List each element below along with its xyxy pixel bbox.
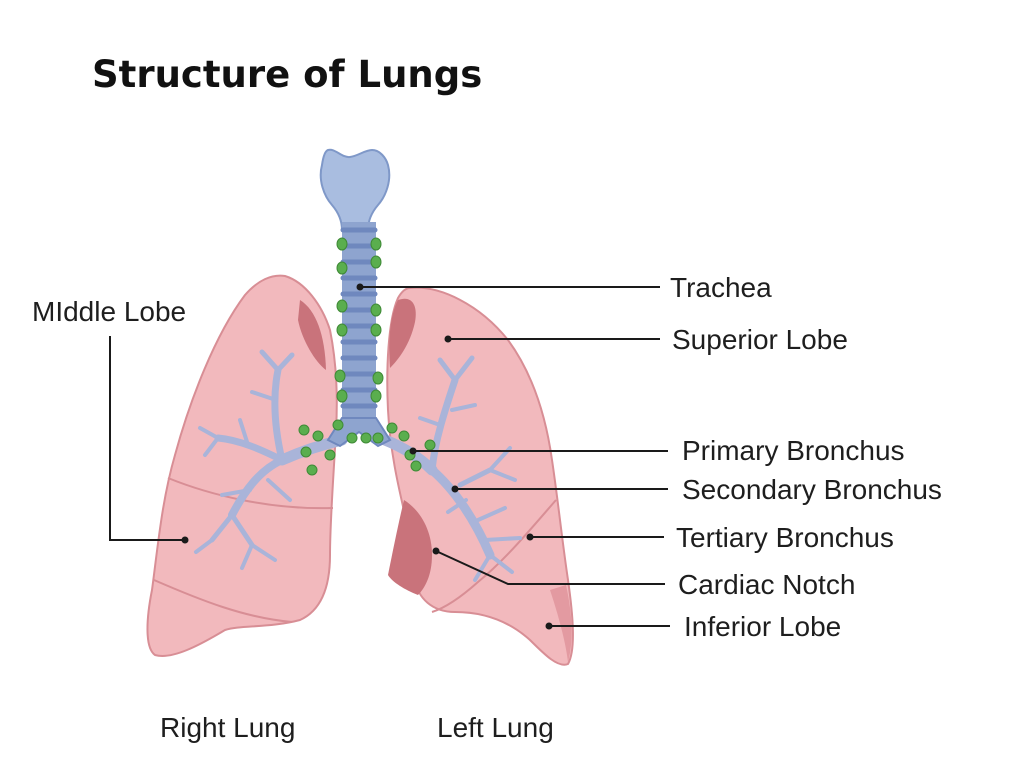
leader-cardiac-notch	[432, 547, 665, 585]
label-middle-lobe: MIddle Lobe	[32, 296, 186, 327]
leader-tertiary-bronchus	[526, 533, 664, 541]
trachea-rings	[340, 227, 378, 409]
label-cardiac-notch: Cardiac Notch	[678, 569, 855, 600]
label-superior-lobe: Superior Lobe	[672, 324, 848, 355]
trachea-structure	[298, 148, 436, 476]
lymph-nodes	[298, 237, 436, 476]
leader-trachea	[356, 283, 660, 291]
label-secondary-bronchus: Secondary Bronchus	[682, 474, 942, 505]
label-left-lung: Left Lung	[437, 712, 554, 743]
label-inferior-lobe: Inferior Lobe	[684, 611, 841, 642]
left-lung-fissure	[431, 499, 557, 613]
leader-superior-lobe	[444, 335, 660, 343]
leader-middle-lobe	[109, 336, 189, 544]
left-lung-edge-shade	[550, 585, 572, 662]
cardiac-notch-shape	[388, 500, 432, 595]
larynx	[319, 148, 391, 231]
label-tertiary-bronchus: Tertiary Bronchus	[676, 522, 894, 553]
leader-primary-bronchus	[409, 447, 668, 455]
leader-lines	[109, 283, 670, 630]
label-trachea: Trachea	[670, 272, 772, 303]
left-lung-apex-shade	[389, 298, 416, 368]
leader-secondary-bronchus	[451, 485, 668, 493]
left-lung	[379, 286, 574, 666]
label-right-lung: Right Lung	[160, 712, 295, 743]
label-primary-bronchus: Primary Bronchus	[682, 435, 905, 466]
diagram-title: Structure of Lungs	[92, 53, 482, 96]
right-lung-body	[146, 274, 338, 657]
leader-inferior-lobe	[545, 622, 670, 630]
right-lung-fissure-lower	[153, 579, 293, 623]
right-lung-apex-shade	[298, 300, 326, 370]
